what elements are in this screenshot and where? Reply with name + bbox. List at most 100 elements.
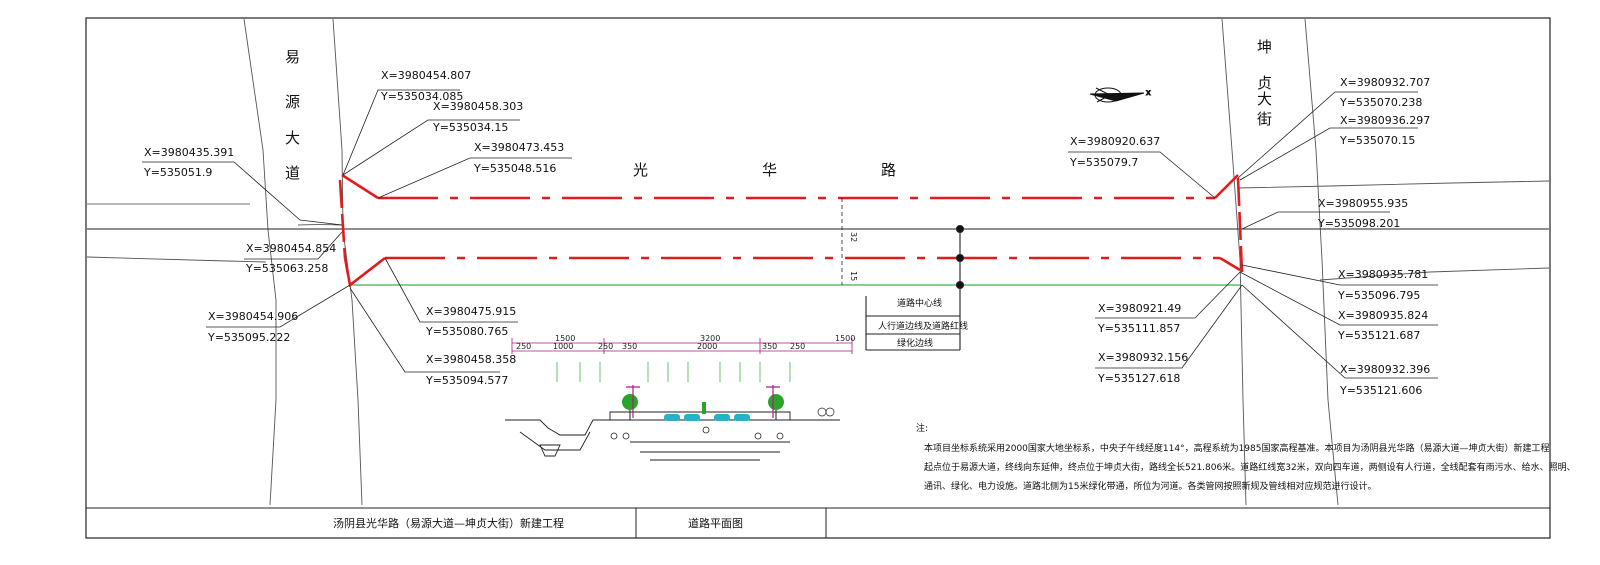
section-lamps <box>626 385 780 418</box>
coord-y: Y=535096.795 <box>1337 289 1420 302</box>
east-road-right-edge <box>1304 18 1339 506</box>
coord-x: X=3980435.391 <box>144 146 234 159</box>
section-dim-part: 350 <box>762 342 777 351</box>
coord-x: X=3980920.637 <box>1070 135 1160 148</box>
section-dim-total-left: 1500 <box>555 334 575 343</box>
section-dim-total-mid: 3200 <box>700 334 720 343</box>
coord-x: X=3980454.854 <box>246 242 336 255</box>
coord-x: X=3980936.297 <box>1340 114 1430 127</box>
coord-x: X=3980473.453 <box>474 141 564 154</box>
notes-line-3: 通讯、绿化、电力设施。道路北侧为15米绿化带通，所位为河道。各类管网按照新规及管… <box>924 480 1376 492</box>
coord-y: Y=535034.085 <box>380 90 463 103</box>
coord-y: Y=535098.201 <box>1317 217 1400 230</box>
dimension-lower: 15 <box>849 271 858 281</box>
coord-y: Y=535094.577 <box>425 374 508 387</box>
legend-sidewalk-redline: 人行道边线及道路红线 <box>878 320 968 332</box>
coord-x: X=3980932.396 <box>1340 363 1430 376</box>
coord-x: X=3980935.824 <box>1338 309 1428 322</box>
coord-y: Y=535048.516 <box>473 162 556 175</box>
coord-x: X=3980458.303 <box>433 100 523 113</box>
north-edge-line <box>1237 180 1550 189</box>
west-road-left-edge <box>243 18 277 506</box>
coord-callout: X=3980435.391 Y=535051.9 <box>142 146 343 226</box>
east-road-char-3: 大 <box>1257 90 1272 108</box>
coord-callout: X=3980935.781 Y=535096.795 <box>1241 264 1438 302</box>
section-trees <box>622 394 835 420</box>
west-road-char-1: 易 <box>285 48 300 66</box>
drawing-frame <box>85 17 1551 539</box>
coord-y: Y=535070.238 <box>1339 96 1422 109</box>
coord-y: Y=535063.258 <box>245 262 328 275</box>
section-dim-bars <box>511 338 853 354</box>
north-arrow-icon: x <box>1089 87 1152 103</box>
west-road-char-4: 道 <box>285 164 300 182</box>
notes-line-1: 本项目坐标系统采用2000国家大地坐标系，中央子午线经度114°，高程系统为19… <box>924 442 1550 454</box>
west-road-char-2: 源 <box>285 93 300 111</box>
drawing-title: 道路平面图 <box>688 516 743 530</box>
road-redlines <box>338 173 1244 288</box>
notes-heading: 注: <box>916 422 928 434</box>
section-dim-total-right: 1500 <box>835 334 855 343</box>
coord-callout: X=3980932.396 Y=535121.606 <box>1241 284 1438 397</box>
section-vehicles <box>664 402 750 421</box>
east-road-char-4: 街 <box>1257 110 1272 128</box>
legend-node-redline <box>955 253 965 263</box>
coord-callout: X=3980475.915 Y=535080.765 <box>384 257 518 338</box>
legend-centerline: 道路中心线 <box>897 297 942 309</box>
coord-x: X=3980458.358 <box>426 353 516 366</box>
east-end-redline <box>1236 177 1244 273</box>
coord-x: X=3980454.807 <box>381 69 471 82</box>
coord-y: Y=535034.15 <box>432 121 508 134</box>
east-road-char-2: 贞 <box>1257 74 1272 92</box>
coord-x: X=3980932.156 <box>1098 351 1188 364</box>
nw-corner-redline <box>341 173 379 200</box>
notes-block: 注: 本项目坐标系统采用2000国家大地坐标系，中央子午线经度114°，高程系统… <box>916 422 1576 492</box>
existing-roads <box>86 18 1550 506</box>
coord-x: X=3980475.915 <box>426 305 516 318</box>
coord-y: Y=535080.765 <box>425 325 508 338</box>
title-block <box>86 507 1550 538</box>
section-dim-part: 250 <box>598 342 613 351</box>
east-road-char-1: 坤 <box>1257 38 1272 56</box>
legend-node-centerline <box>955 224 965 234</box>
west-road-right-edge <box>332 18 363 506</box>
section-dim-part: 250 <box>516 342 531 351</box>
coord-x: X=3980955.935 <box>1318 197 1408 210</box>
coord-callout: X=3980454.854 Y=535063.258 <box>244 231 343 275</box>
coord-callout: X=3980935.824 Y=535121.687 <box>1239 271 1438 342</box>
legend-green-edge: 绿化边线 <box>897 337 933 349</box>
coord-y: Y=535121.606 <box>1339 384 1422 397</box>
main-road-char-1: 光 <box>633 161 648 179</box>
coord-callout: X=3980955.935 Y=535098.201 <box>1241 197 1408 230</box>
coord-x: X=3980932.707 <box>1340 76 1430 89</box>
coord-callout: X=3980920.637 Y=535079.7 <box>1068 135 1216 199</box>
coord-x: X=3980935.781 <box>1338 268 1428 281</box>
coord-callout: X=3980454.807 Y=535034.085 <box>342 69 471 176</box>
road-names: 易 源 大 道 坤 贞 大 街 光 华 路 <box>285 38 1272 182</box>
main-road-char-2: 华 <box>762 161 777 179</box>
ne-corner-redline <box>1214 174 1239 199</box>
coord-y: Y=535095.222 <box>207 331 290 344</box>
section-dim-parts: 250 1000 250 350 2000 350 250 <box>516 342 805 351</box>
coord-y: Y=535127.618 <box>1097 372 1180 385</box>
sw-corner-redline <box>343 256 386 288</box>
notes-line-2: 起点位于易源大道，终线向东延伸，终点位于坤贞大街，路线全长521.806米。道路… <box>924 461 1576 473</box>
se-corner-redline <box>1219 256 1241 272</box>
coord-y: Y=535051.9 <box>143 166 212 179</box>
coord-x: X=3980454.906 <box>208 310 298 323</box>
coord-callout: X=3980454.906 Y=535095.222 <box>206 284 351 344</box>
section-dim-part: 350 <box>622 342 637 351</box>
coord-x: X=3980921.49 <box>1098 302 1181 315</box>
west-end-redline <box>338 179 347 259</box>
west-road-char-3: 大 <box>285 129 300 147</box>
main-road-char-3: 路 <box>881 161 896 179</box>
coord-callout: X=3980932.707 Y=535070.238 <box>1237 76 1430 179</box>
section-dim-part: 2000 <box>697 342 717 351</box>
coord-y: Y=535121.687 <box>1337 329 1420 342</box>
sw-boundary <box>86 256 267 263</box>
section-pipes <box>610 426 784 440</box>
coord-callout: X=3980458.303 Y=535034.15 <box>342 100 523 176</box>
section-markers <box>556 362 791 382</box>
legend-pointer <box>865 224 965 351</box>
